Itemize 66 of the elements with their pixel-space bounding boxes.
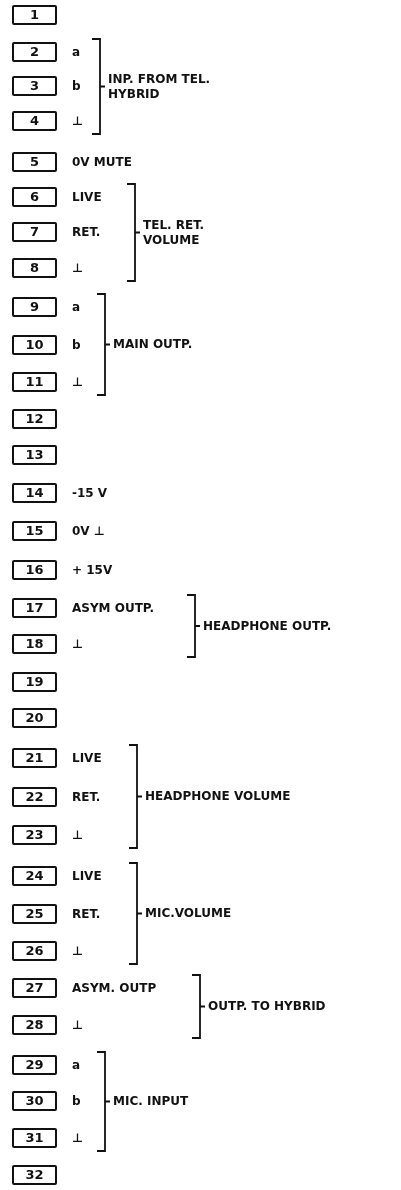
terminal-number: 8 [12, 258, 57, 278]
group-label: HEADPHONE VOLUME [145, 789, 292, 804]
signal-name: + 15V [72, 562, 113, 578]
signal-name: ⊥ [72, 113, 83, 129]
group-label: MIC. INPUT [113, 1094, 190, 1109]
signal-name: 0V MUTE [72, 154, 132, 170]
signal-name: LIVE [72, 868, 102, 884]
signal-name: ⊥ [72, 1130, 83, 1146]
terminal-number: 21 [12, 748, 57, 768]
signal-name: b [72, 78, 81, 94]
terminal-number: 27 [12, 978, 57, 998]
terminal-number: 12 [12, 409, 57, 429]
signal-name: ⊥ [72, 1017, 83, 1033]
signal-name: 0V ⊥ [72, 523, 105, 539]
signal-name: RET. [72, 906, 101, 922]
signal-name: ⊥ [72, 636, 83, 652]
terminal-number: 31 [12, 1128, 57, 1148]
signal-name: ⊥ [72, 374, 83, 390]
terminal-number: 32 [12, 1165, 57, 1185]
signal-name: a [72, 1057, 81, 1073]
terminal-number: 10 [12, 335, 57, 355]
signal-name: ASYM OUTP. [72, 600, 155, 616]
terminal-number: 20 [12, 708, 57, 728]
terminal-number: 17 [12, 598, 57, 618]
signal-name: ⊥ [72, 260, 83, 276]
signal-name: -15 V [72, 485, 108, 501]
signal-name: b [72, 337, 81, 353]
group-label: MAIN OUTP. [113, 337, 194, 352]
terminal-number: 16 [12, 560, 57, 580]
group-label: OUTP. TO HYBRID [208, 999, 327, 1014]
signal-name: RET. [72, 789, 101, 805]
signal-name: a [72, 299, 81, 315]
terminal-number: 24 [12, 866, 57, 886]
terminal-number: 15 [12, 521, 57, 541]
terminal-number: 1 [12, 5, 57, 25]
terminal-number: 26 [12, 941, 57, 961]
terminal-number: 22 [12, 787, 57, 807]
signal-name: ASYM. OUTP [72, 980, 157, 996]
terminal-number: 28 [12, 1015, 57, 1035]
group-label: HEADPHONE OUTP. [203, 618, 333, 634]
terminal-number: 5 [12, 152, 57, 172]
signal-name: LIVE [72, 189, 102, 205]
group-label: MIC.VOLUME [145, 906, 233, 921]
terminal-number: 6 [12, 187, 57, 207]
terminal-number: 18 [12, 634, 57, 654]
terminal-number: 4 [12, 111, 57, 131]
terminal-number: 23 [12, 825, 57, 845]
terminal-number: 25 [12, 904, 57, 924]
signal-name: ⊥ [72, 943, 83, 959]
terminal-number: 9 [12, 297, 57, 317]
terminal-number: 14 [12, 483, 57, 503]
signal-name: b [72, 1093, 81, 1109]
terminal-number: 19 [12, 672, 57, 692]
terminal-number: 29 [12, 1055, 57, 1075]
group-label: TEL. RET. VOLUME [143, 217, 206, 248]
terminal-number: 7 [12, 222, 57, 242]
group-label: INP. FROM TEL. HYBRID [108, 71, 212, 102]
terminal-number: 30 [12, 1091, 57, 1111]
terminal-number: 2 [12, 42, 57, 62]
signal-name: LIVE [72, 750, 102, 766]
terminal-number: 11 [12, 372, 57, 392]
signal-name: RET. [72, 224, 101, 240]
terminal-number: 3 [12, 76, 57, 96]
signal-name: ⊥ [72, 827, 83, 843]
signal-name: a [72, 44, 81, 60]
terminal-number: 13 [12, 445, 57, 465]
